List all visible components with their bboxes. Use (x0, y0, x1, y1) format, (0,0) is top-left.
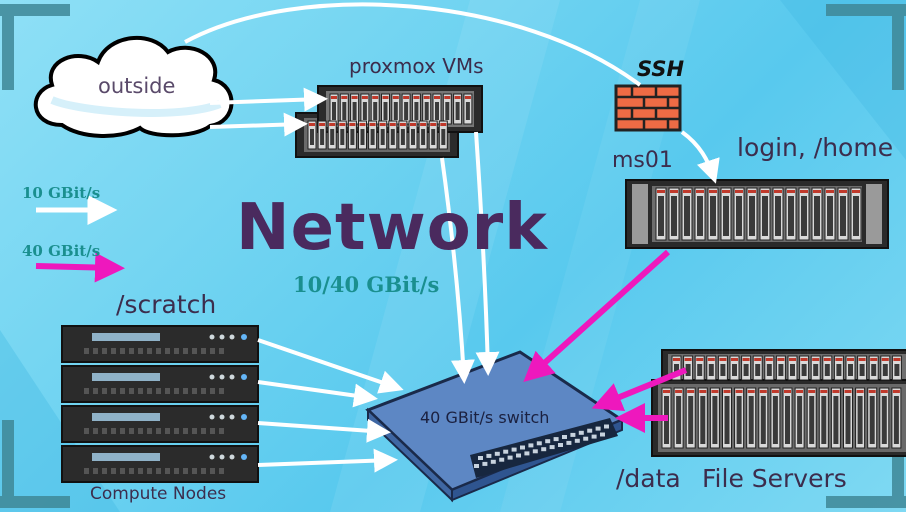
switch-label: 40 GBit/s switch (420, 408, 550, 427)
network-title: Network (236, 191, 548, 265)
scratch-label: /scratch (116, 290, 217, 319)
network-subtitle: 10/40 GBit/s (293, 272, 440, 297)
outside-label: outside (98, 74, 176, 98)
legend-40-label: 40 GBit/s (22, 242, 101, 260)
login-label: login, /home (737, 133, 894, 162)
compute-node-icon (61, 325, 259, 363)
fileservers-label: File Servers (702, 464, 847, 493)
legend-arrow-40 (35, 252, 125, 283)
legend-10-label: 10 GBit/s (22, 184, 101, 202)
proxmox-label: proxmox VMs (349, 54, 484, 78)
data-label: /data (616, 464, 681, 493)
ssh-label: SSH (637, 57, 685, 81)
compute-label: Compute Nodes (90, 484, 227, 504)
ms01-label: ms01 (612, 148, 673, 173)
compute-node-icon (61, 405, 259, 443)
